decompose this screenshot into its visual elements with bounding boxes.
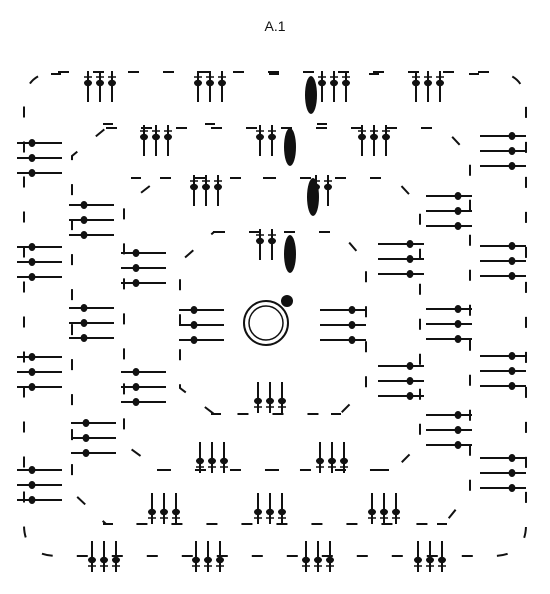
puff-stitch [305,76,317,114]
puff-stitch [307,178,319,216]
round-outline-outer [23,71,527,557]
treble-stitch-group [414,541,446,572]
diagram-title: A.1 [264,18,286,34]
treble-stitch-group [480,132,526,170]
round-outline-second [123,177,421,471]
treble-stitch-group [254,493,286,524]
magic-ring [243,295,293,346]
magic-ring-inner [248,305,284,341]
treble-stitch-group [358,125,390,156]
puff-stitch [284,235,296,273]
treble-stitch-group [256,229,276,260]
treble-stitch-group [480,242,526,280]
treble-stitch-group [192,541,224,572]
treble-stitch-group [69,201,114,239]
treble-stitch-group [378,240,424,278]
treble-stitch-group [84,71,116,102]
treble-stitch-group [480,352,526,390]
treble-stitch-group [17,353,62,391]
puff-stitch [284,128,296,166]
treble-stitch-group [426,305,472,343]
treble-stitch-group [17,243,62,281]
treble-stitch-group [140,125,172,156]
treble-stitch-group [148,493,180,524]
treble-stitch-group [480,454,526,492]
magic-ring-outer [243,300,289,346]
round-outline-third [71,127,471,525]
treble-stitch-group [196,442,228,473]
treble-stitch-group [412,71,444,102]
treble-stitch-group [426,192,472,230]
treble-stitch-group [179,306,224,344]
treble-stitch-group [318,71,350,102]
treble-stitch-group [254,382,286,413]
treble-stitch-group [17,139,62,177]
treble-stitch-group [320,306,366,344]
treble-stitch-group [194,71,226,102]
treble-stitch-group [88,541,120,572]
round-outlines [23,71,527,557]
treble-stitch-group [190,175,222,206]
treble-stitch-group [121,368,166,406]
treble-stitch-group [69,304,114,342]
treble-stitch-group [17,466,62,504]
treble-stitch-group [71,419,116,457]
treble-stitch-group [316,442,348,473]
treble-stitch-group [256,125,276,156]
stitch-symbols [17,71,526,572]
treble-stitch-group [378,362,424,400]
start-dot [281,295,293,307]
treble-stitch-group [368,493,400,524]
treble-stitch-group [121,249,166,287]
treble-stitch-group [302,541,334,572]
treble-stitch-group [426,411,472,449]
